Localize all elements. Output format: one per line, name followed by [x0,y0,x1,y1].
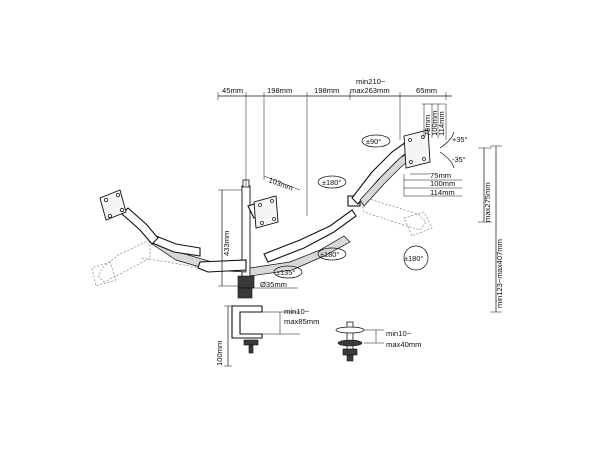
swivel-135: ±135° [273,265,303,279]
top-dimension-chain: 45mm 198mm 198mm min210~ max263mm 65mm [217,77,452,216]
swivel-135-label: ±135° [276,268,295,277]
vesa-114mm-horizontal: 114mm [430,188,455,197]
dim-height-range: min123~max407mm [495,239,504,308]
clamp-range-line2: max85mm [284,317,319,326]
clamp-range-line1: min10~ [284,307,310,316]
dim-65mm: 65mm [416,86,437,95]
desk-clamp [231,287,263,354]
grommet-range-line2: max40mm [386,340,421,349]
left-monitor-plate [99,189,127,221]
vesa-100mm-horizontal: 100mm [430,179,455,188]
right-arm [249,129,431,277]
ghost-arm-right [359,195,433,237]
grommet-mount [335,321,365,362]
tilt-down-label: -35° [452,155,466,164]
ghost-arm-left [91,239,201,287]
dim-45mm: 45mm [222,86,243,95]
dim-height-right: max275mm min123~max407mm [478,145,504,313]
tilt-up-label: +35° [452,135,468,144]
dim-198mm-left: 198mm [267,86,292,95]
dim-103mm: 103mm [267,175,294,192]
swivel-180-middle: ±180° [317,247,347,261]
vesa-100mm-vertical: 100mm [430,111,439,136]
dim-clamp-base: 100mm [215,305,232,367]
center-head [247,195,279,229]
left-arm [99,189,247,273]
vesa-114mm-vertical: 114mm [437,111,446,136]
swivel-180-middle-label: ±180° [320,250,339,259]
dim-grommet-range: min10~ max40mm [364,329,421,349]
swivel-90: ±90° [361,134,391,148]
dim-range-line2: max263mm [350,86,390,95]
right-monitor-plate [403,129,431,169]
swivel-180-upper-label: ±180° [322,178,341,187]
vesa-dimensions: 75mm 100mm 114mm 75mm 100mm 114mm [403,103,462,197]
tilt-angle: +35° -35° [439,131,468,169]
swivel-90-label: ±90° [366,137,381,146]
dim-433mm: 433mm [218,189,242,287]
dim-433mm-label: 433mm [222,231,231,256]
rotate-180-label: ±180° [404,254,423,263]
vesa-75mm-vertical: 75mm [423,115,432,136]
dim-198mm-right: 198mm [314,86,339,95]
dim-max275mm: max275mm [483,182,492,222]
dim-35mm-label: Ø35mm [260,280,287,289]
dim-103mm-diagonal: 103mm [263,175,301,193]
dim-100mm-base: 100mm [215,341,224,366]
vesa-75mm-horizontal: 75mm [430,171,451,180]
dim-clamp-range: min10~ max85mm [262,307,319,335]
grommet-range-line1: min10~ [386,329,412,338]
swivel-180-upper: ±180° [317,175,347,189]
center-monitor-plate [253,195,279,229]
dim-range-line1: min210~ [356,77,386,86]
dim-pole-diameter: Ø35mm [238,280,298,289]
rotate-180: ±180° [403,245,429,271]
